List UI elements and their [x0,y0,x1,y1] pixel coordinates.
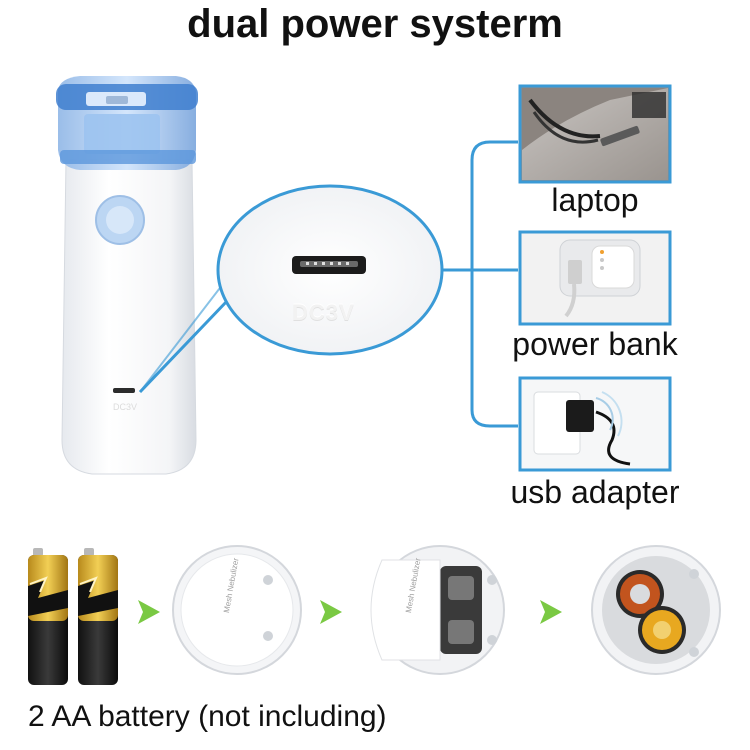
aa-battery-left [28,548,68,685]
arrow-icon [320,600,342,624]
source-label-power-bank: power bank [512,326,678,362]
battery-compartment [591,545,721,675]
connector-bracket [442,140,518,428]
battery-caption: 2 AA battery (not including) [28,700,387,733]
usb-adapter-photo [518,376,672,472]
power-bank-photo [518,230,672,326]
svg-text:DC3V: DC3V [113,402,137,412]
aa-battery-right [78,548,118,685]
port-zoom-circle [216,184,444,356]
source-label-usb-adapter: usb adapter [510,474,680,510]
battery-cover-closed [172,545,302,675]
page-title: dual power systerm [187,2,563,46]
source-label-laptop: laptop [551,182,639,218]
nebulizer-device: DC3V [56,76,198,475]
battery-cover-opening [370,545,505,675]
laptop-photo [518,84,672,184]
port-label: DC3V [292,300,355,325]
arrow-icon [138,600,160,624]
arrow-icon [540,600,562,624]
